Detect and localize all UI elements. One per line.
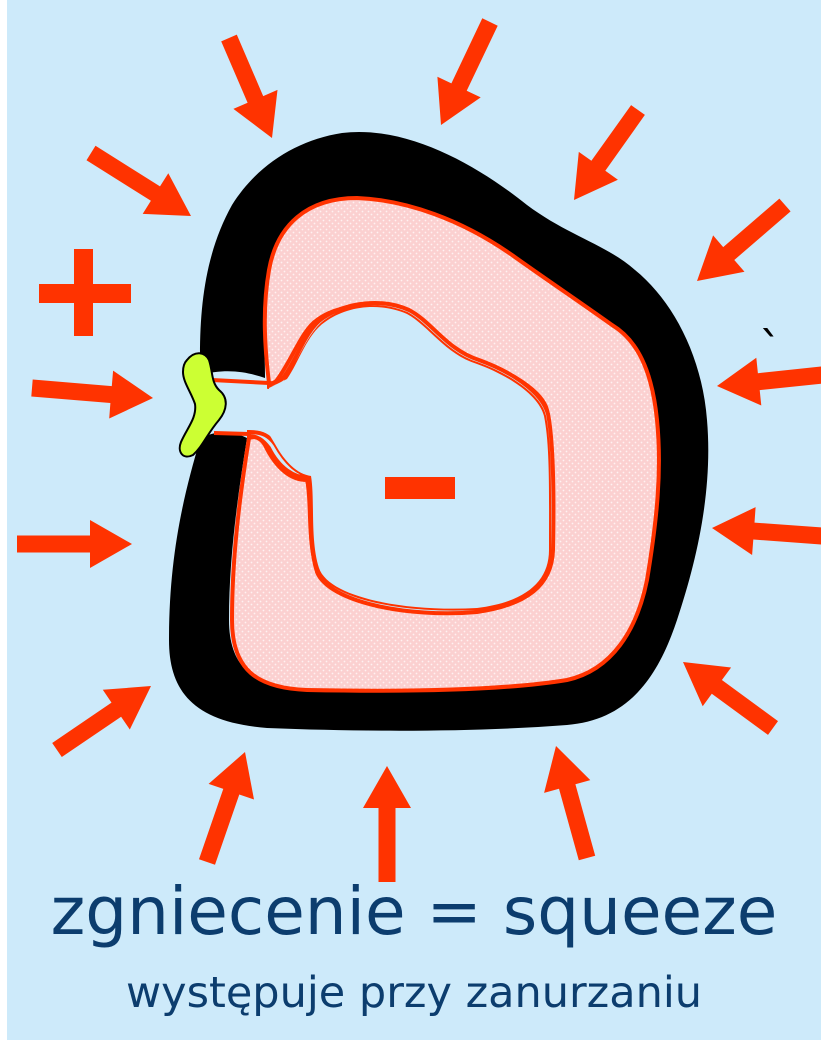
pressure-arrow-icon xyxy=(437,18,497,125)
stray-mark: ` xyxy=(759,322,782,376)
pressure-arrow-icon xyxy=(199,752,254,865)
pressure-arrow-icon xyxy=(697,199,791,281)
pressure-arrow-icon xyxy=(87,146,192,216)
opening-top-edge xyxy=(212,380,269,383)
minus-sign xyxy=(385,477,455,499)
pressure-arrow-icon xyxy=(544,746,595,860)
plus-sign-vertical xyxy=(74,249,93,336)
pressure-arrow-icon xyxy=(574,105,645,200)
pressure-arrow-icon xyxy=(221,35,277,138)
pressure-arrow-icon xyxy=(31,371,153,419)
pressure-arrow-icon xyxy=(52,686,151,757)
caption-sub: występuje przy zanurzaniu xyxy=(7,965,821,1021)
pressure-arrow-icon xyxy=(683,662,778,735)
slide-canvas: ` zgniecenie = squeeze występuje przy za… xyxy=(7,0,821,1040)
pressure-arrow-icon xyxy=(363,766,411,882)
pressure-arrow-icon xyxy=(17,520,132,568)
pressure-arrow-icon xyxy=(712,507,821,555)
caption-main: zgniecenie = squeeze xyxy=(7,872,821,952)
opening-bottom-edge xyxy=(214,433,249,434)
